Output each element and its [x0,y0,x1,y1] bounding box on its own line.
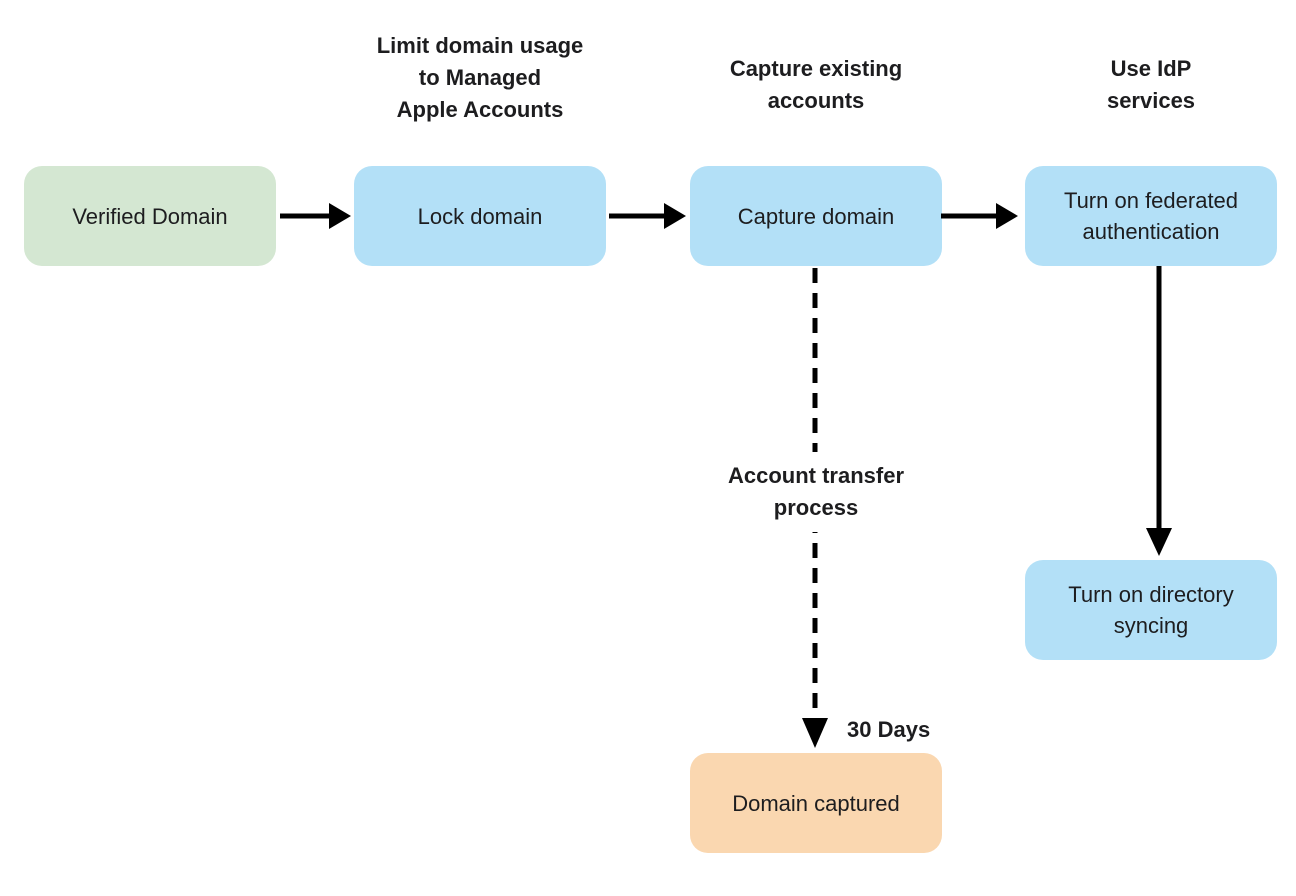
arrow-head-icon [1146,528,1172,556]
caption-line: Limit domain usage [376,33,584,58]
caption-account-transfer-process: Account transfer process [690,452,942,532]
caption-line: Capture existing [729,56,903,81]
caption-line: Use IdP [1110,56,1192,81]
caption-line: services [1106,88,1196,113]
node-lock-domain: Lock domain [354,166,606,266]
caption-line: Account transfer [727,463,905,488]
arrow-capture-to-federated [941,203,1018,229]
caption-line: process [773,495,859,520]
caption-line: accounts [767,88,865,113]
caption-lock-domain: Limit domain usage to Managed Apple Acco… [354,30,606,126]
duration-label: 30 Days [847,717,931,742]
node-directory-syncing: Turn on directory syncing [1025,560,1277,660]
caption-line: to Managed [418,65,542,90]
node-federated-authentication: Turn on federated authentication [1025,166,1277,266]
caption-capture-domain: Capture existing accounts [690,53,942,117]
node-capture-domain: Capture domain [690,166,942,266]
arrow-head-icon [996,203,1018,229]
arrow-head-icon [664,203,686,229]
arrow-federated-to-directory-syncing [1146,266,1172,556]
arrow-head-icon [802,718,828,748]
node-verified-domain: Verified Domain [24,166,276,266]
node-domain-captured: Domain captured [690,753,942,853]
arrow-head-icon [329,203,351,229]
arrow-lock-to-capture [609,203,686,229]
arrow-verified-to-lock [280,203,351,229]
caption-idp-services: Use IdP services [1025,53,1277,117]
caption-line: Apple Accounts [396,97,564,122]
